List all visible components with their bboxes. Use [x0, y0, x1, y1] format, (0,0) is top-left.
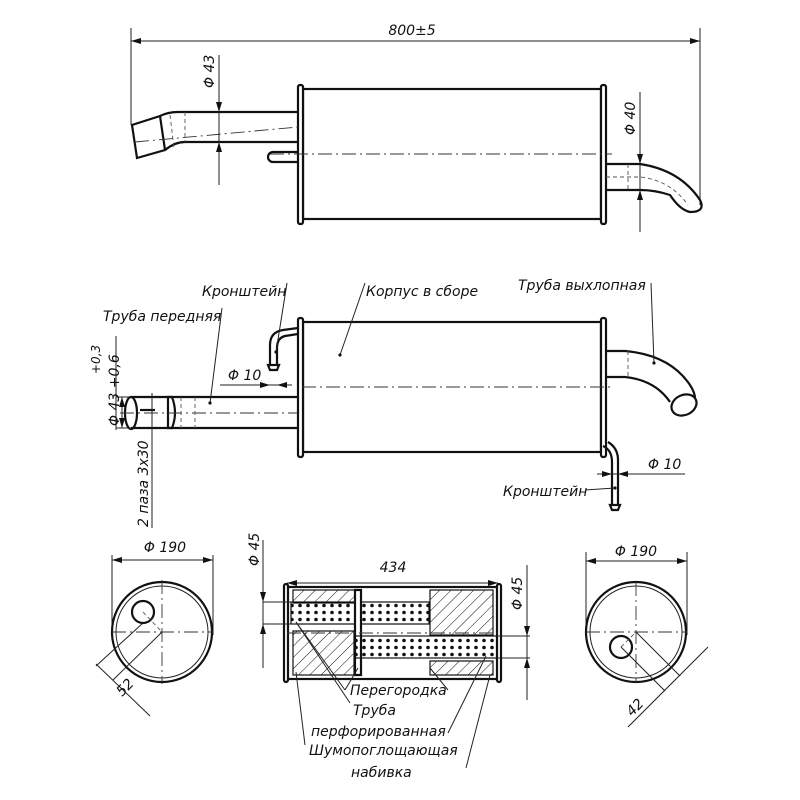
right-end-offset: 42: [624, 696, 648, 720]
right-end-diameter: Φ 190: [615, 544, 657, 560]
section-view: 434 Φ 45 Φ 45 Перегоро: [247, 533, 530, 781]
front-pipe: [166, 395, 298, 430]
end-flange-left: [296, 83, 305, 226]
inlet-pipe-top: [130, 110, 298, 160]
partition-left: [353, 588, 363, 677]
outlet-diameter-label: Φ 40: [623, 102, 639, 135]
end-view-right: Φ 190 42: [584, 544, 709, 728]
perforated-pipe-middle: [360, 601, 430, 625]
perforated-pipe-left: [290, 601, 356, 625]
top-view: 800±5 Φ 43 Φ 40: [130, 23, 703, 232]
section-right-pipe-diameter: Φ 45: [510, 577, 526, 610]
perforated-pipe-right: [354, 635, 498, 659]
end-flange-right: [599, 83, 608, 226]
section-length: 434: [380, 560, 407, 576]
label-exhaust-pipe: Труба выхлопная: [518, 278, 646, 294]
bracket-top-diameter: Φ 10: [228, 368, 261, 384]
inlet-tolerance-diameter: Φ 43 +0,6: [107, 354, 123, 426]
callout-packing: набивка: [351, 765, 412, 781]
section-left-pipe-diameter: Φ 45: [247, 533, 263, 566]
inlet-tolerance-upper: +0,3: [89, 345, 103, 374]
label-body-assembly: Корпус в сборе: [366, 284, 478, 300]
label-bracket-top: Кронштейн: [202, 284, 286, 300]
callout-pipe: Труба: [353, 703, 396, 719]
label-front-pipe: Труба передняя: [103, 309, 221, 325]
side-flange-right: [599, 316, 608, 459]
packing-bottom-right: [429, 660, 494, 676]
packing-top-right: [429, 589, 494, 636]
side-flange-left: [296, 316, 305, 459]
exhaust-pipe-opening: [670, 393, 698, 417]
end-view-left: Φ 190 52: [95, 540, 214, 717]
right-end-outlet-circle: [608, 634, 634, 660]
callout-perforated: перфорированная: [311, 724, 446, 740]
left-end-offset: 52: [114, 676, 138, 700]
slots-label: 2 паза 3х30: [136, 440, 152, 527]
inlet-diameter-label: Φ 43: [202, 55, 218, 88]
label-bracket-bottom: Кронштейн: [503, 484, 587, 500]
packing-top-left: [292, 589, 356, 604]
outlet-pipe-top: [606, 162, 703, 214]
left-end-diameter: Φ 190: [144, 540, 186, 556]
side-view: Кронштейн Труба передняя Корпус в сборе …: [89, 278, 698, 528]
bracket-bottom: [602, 441, 620, 505]
hanger-pin-top: [266, 150, 298, 164]
callout-partition: Перегородка: [350, 683, 447, 699]
packing-bottom-left: [292, 630, 355, 676]
bracket-bottom-diameter: Φ 10: [648, 457, 681, 473]
overall-length-label: 800±5: [388, 23, 435, 39]
callout-absorbing: Шумопоглощающая: [309, 743, 458, 759]
bracket-top: [268, 326, 299, 365]
